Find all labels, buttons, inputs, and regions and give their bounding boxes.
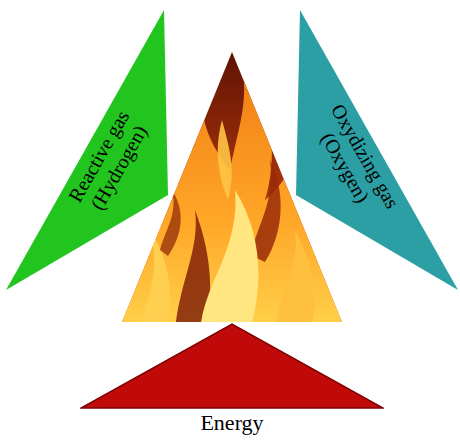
triangle-shape: [80, 323, 384, 409]
energy-triangle: Energy: [80, 323, 384, 437]
text-group: Energy: [80, 410, 384, 435]
oxidizer-triangle: Oxydizing gas(Oxygen): [296, 10, 460, 300]
node-label: Energy: [80, 410, 384, 435]
reactant-triangle: Reactive gas(Hydrogen): [6, 10, 174, 300]
